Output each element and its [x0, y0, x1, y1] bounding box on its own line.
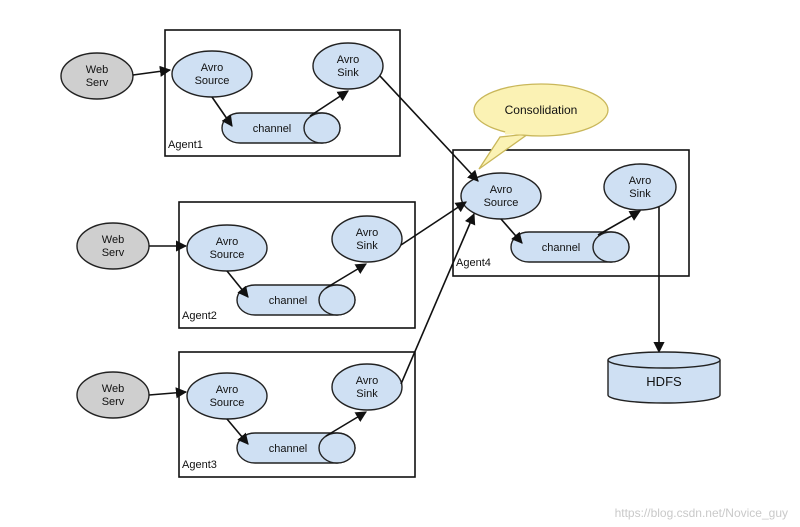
svg-text:HDFS: HDFS — [646, 374, 682, 389]
agent1-source: Avro Source — [171, 50, 253, 98]
agent4-label: Agent4 — [456, 257, 491, 269]
hdfs-storage: HDFS — [607, 351, 721, 404]
svg-text:Avro: Avro — [356, 375, 378, 387]
svg-text:Avro: Avro — [201, 62, 223, 74]
svg-text:Sink: Sink — [337, 67, 359, 79]
agent2-channel: channel — [236, 284, 356, 316]
svg-text:channel: channel — [269, 295, 308, 307]
agent1-label: Agent1 — [168, 139, 203, 151]
svg-text:Source: Source — [210, 397, 245, 409]
agent2-label: Agent2 — [182, 310, 217, 322]
svg-text:channel: channel — [542, 242, 581, 254]
agent4-source: Avro Source — [460, 172, 542, 220]
svg-text:Serv: Serv — [102, 247, 125, 259]
svg-text:Web: Web — [102, 234, 124, 246]
svg-text:Web: Web — [102, 383, 124, 395]
svg-text:Consolidation: Consolidation — [505, 103, 578, 117]
agent1-sink: Avro Sink — [312, 42, 384, 90]
watermark: https://blog.csdn.net/Novice_guy — [615, 506, 788, 520]
svg-text:Sink: Sink — [356, 240, 378, 252]
svg-text:Source: Source — [195, 75, 230, 87]
agent4-channel: channel — [510, 231, 630, 263]
svg-text:Source: Source — [484, 197, 519, 209]
svg-text:Avro: Avro — [490, 184, 512, 196]
svg-text:Source: Source — [210, 249, 245, 261]
svg-text:Avro: Avro — [216, 236, 238, 248]
svg-text:Avro: Avro — [337, 54, 359, 66]
svg-text:Serv: Serv — [86, 77, 109, 89]
agent1-group: Agent1 Avro Source Avro Sink channel — [164, 29, 401, 157]
edge-agent3-to-agent4 — [400, 212, 476, 385]
svg-text:channel: channel — [253, 123, 292, 135]
agent1-channel: channel — [221, 112, 341, 144]
svg-text:Sink: Sink — [356, 388, 378, 400]
web-serv-2: Web Serv — [76, 222, 150, 270]
edge-agent2-to-agent4 — [400, 201, 467, 246]
agent3-source: Avro Source — [186, 372, 268, 420]
web-serv-1: Web Serv — [60, 52, 134, 100]
svg-text:channel: channel — [269, 443, 308, 455]
agent4-sink: Avro Sink — [603, 163, 677, 211]
agent3-channel: channel — [236, 432, 356, 464]
agent3-label: Agent3 — [182, 459, 217, 471]
agent3-sink: Avro Sink — [331, 363, 403, 411]
svg-text:Sink: Sink — [629, 188, 651, 200]
agent4-group: Agent4 Avro Source Avro Sink channel — [452, 149, 690, 277]
web-serv-3: Web Serv — [76, 371, 150, 419]
agent2-source: Avro Source — [186, 224, 268, 272]
svg-text:Avro: Avro — [216, 384, 238, 396]
edge-agent1-to-agent4 — [379, 75, 479, 182]
agent2-sink: Avro Sink — [331, 215, 403, 263]
agent3-group: Agent3 Avro Source Avro Sink channel — [178, 351, 416, 478]
svg-text:Serv: Serv — [102, 396, 125, 408]
consolidation-callout: Consolidation — [473, 83, 609, 170]
svg-text:Avro: Avro — [356, 227, 378, 239]
agent2-group: Agent2 Avro Source Avro Sink channel — [178, 201, 416, 329]
svg-text:Avro: Avro — [629, 175, 651, 187]
svg-text:Web: Web — [86, 64, 108, 76]
